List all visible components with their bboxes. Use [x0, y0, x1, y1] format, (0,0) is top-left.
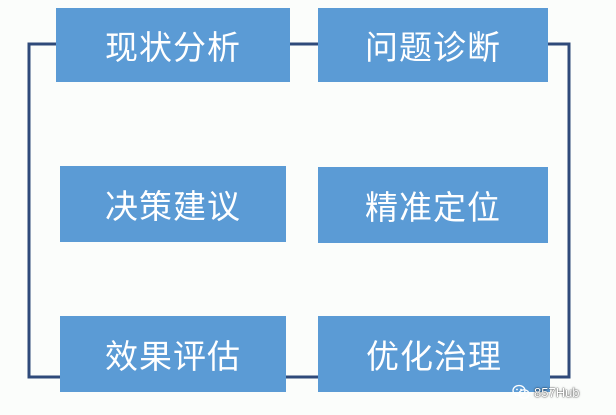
connector-left	[27, 42, 60, 379]
node-box: 现状分析	[56, 8, 290, 82]
node-label: 效果评估	[105, 337, 241, 376]
node-box: 精准定位	[318, 167, 548, 243]
watermark: 857Hub	[512, 381, 580, 403]
wechat-icon	[512, 384, 530, 399]
node-label: 问题诊断	[365, 28, 501, 67]
node-box: 问题诊断	[318, 8, 548, 82]
node-label: 现状分析	[105, 28, 241, 67]
node-box: 优化治理	[318, 316, 550, 392]
connector-right	[548, 42, 571, 379]
node-label: 优化治理	[366, 337, 502, 376]
node-box: 效果评估	[60, 316, 286, 392]
node-box: 决策建议	[60, 166, 286, 242]
node-label: 精准定位	[365, 188, 501, 227]
watermark-text: 857Hub	[534, 384, 580, 400]
node-label: 决策建议	[105, 187, 241, 226]
